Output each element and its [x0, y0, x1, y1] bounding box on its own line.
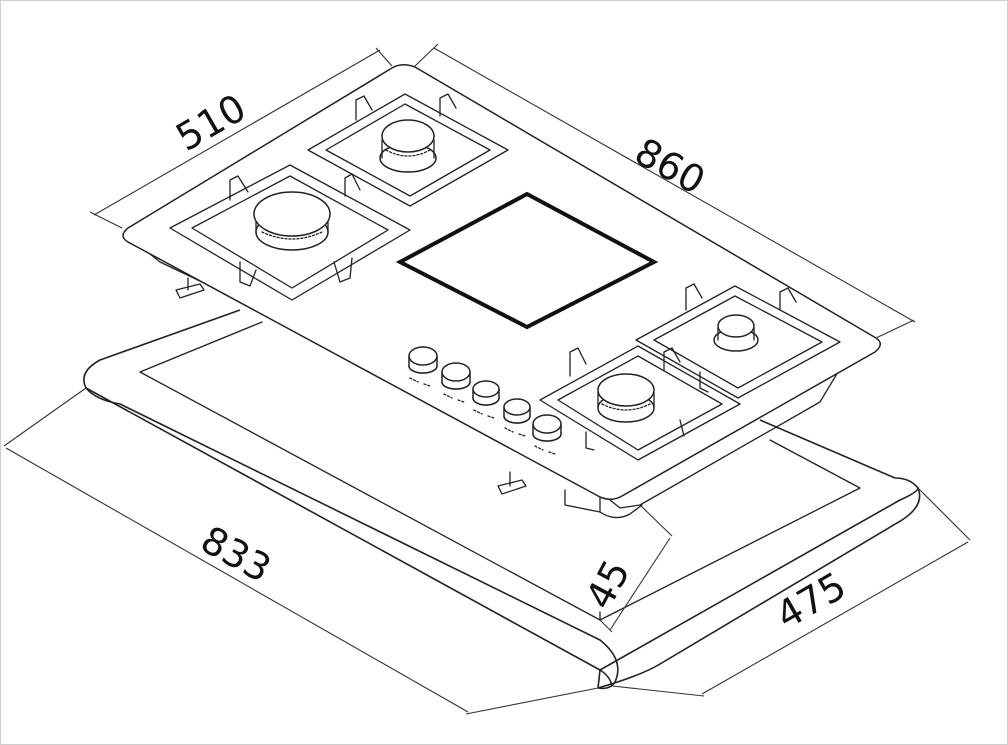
- knob-1: [408, 346, 438, 387]
- burner-small-right-rear: [635, 283, 841, 399]
- knob-5: [532, 414, 562, 455]
- knob-4: [503, 398, 531, 437]
- burner-large-left: [169, 164, 411, 301]
- dimension-label-860: 860: [628, 129, 713, 203]
- control-knobs: [408, 346, 562, 455]
- dimension-lines: [3, 43, 971, 715]
- dimension-label-510: 510: [169, 85, 254, 159]
- knob-3: [472, 380, 500, 419]
- hob-body: [122, 64, 881, 519]
- dimension-label-45: 45: [577, 553, 639, 616]
- burner-medium-top: [307, 93, 509, 207]
- dimension-label-475: 475: [769, 563, 854, 637]
- center-square-zone: [395, 191, 659, 330]
- knob-2: [441, 362, 471, 403]
- burner-medium-right-front: [539, 345, 741, 461]
